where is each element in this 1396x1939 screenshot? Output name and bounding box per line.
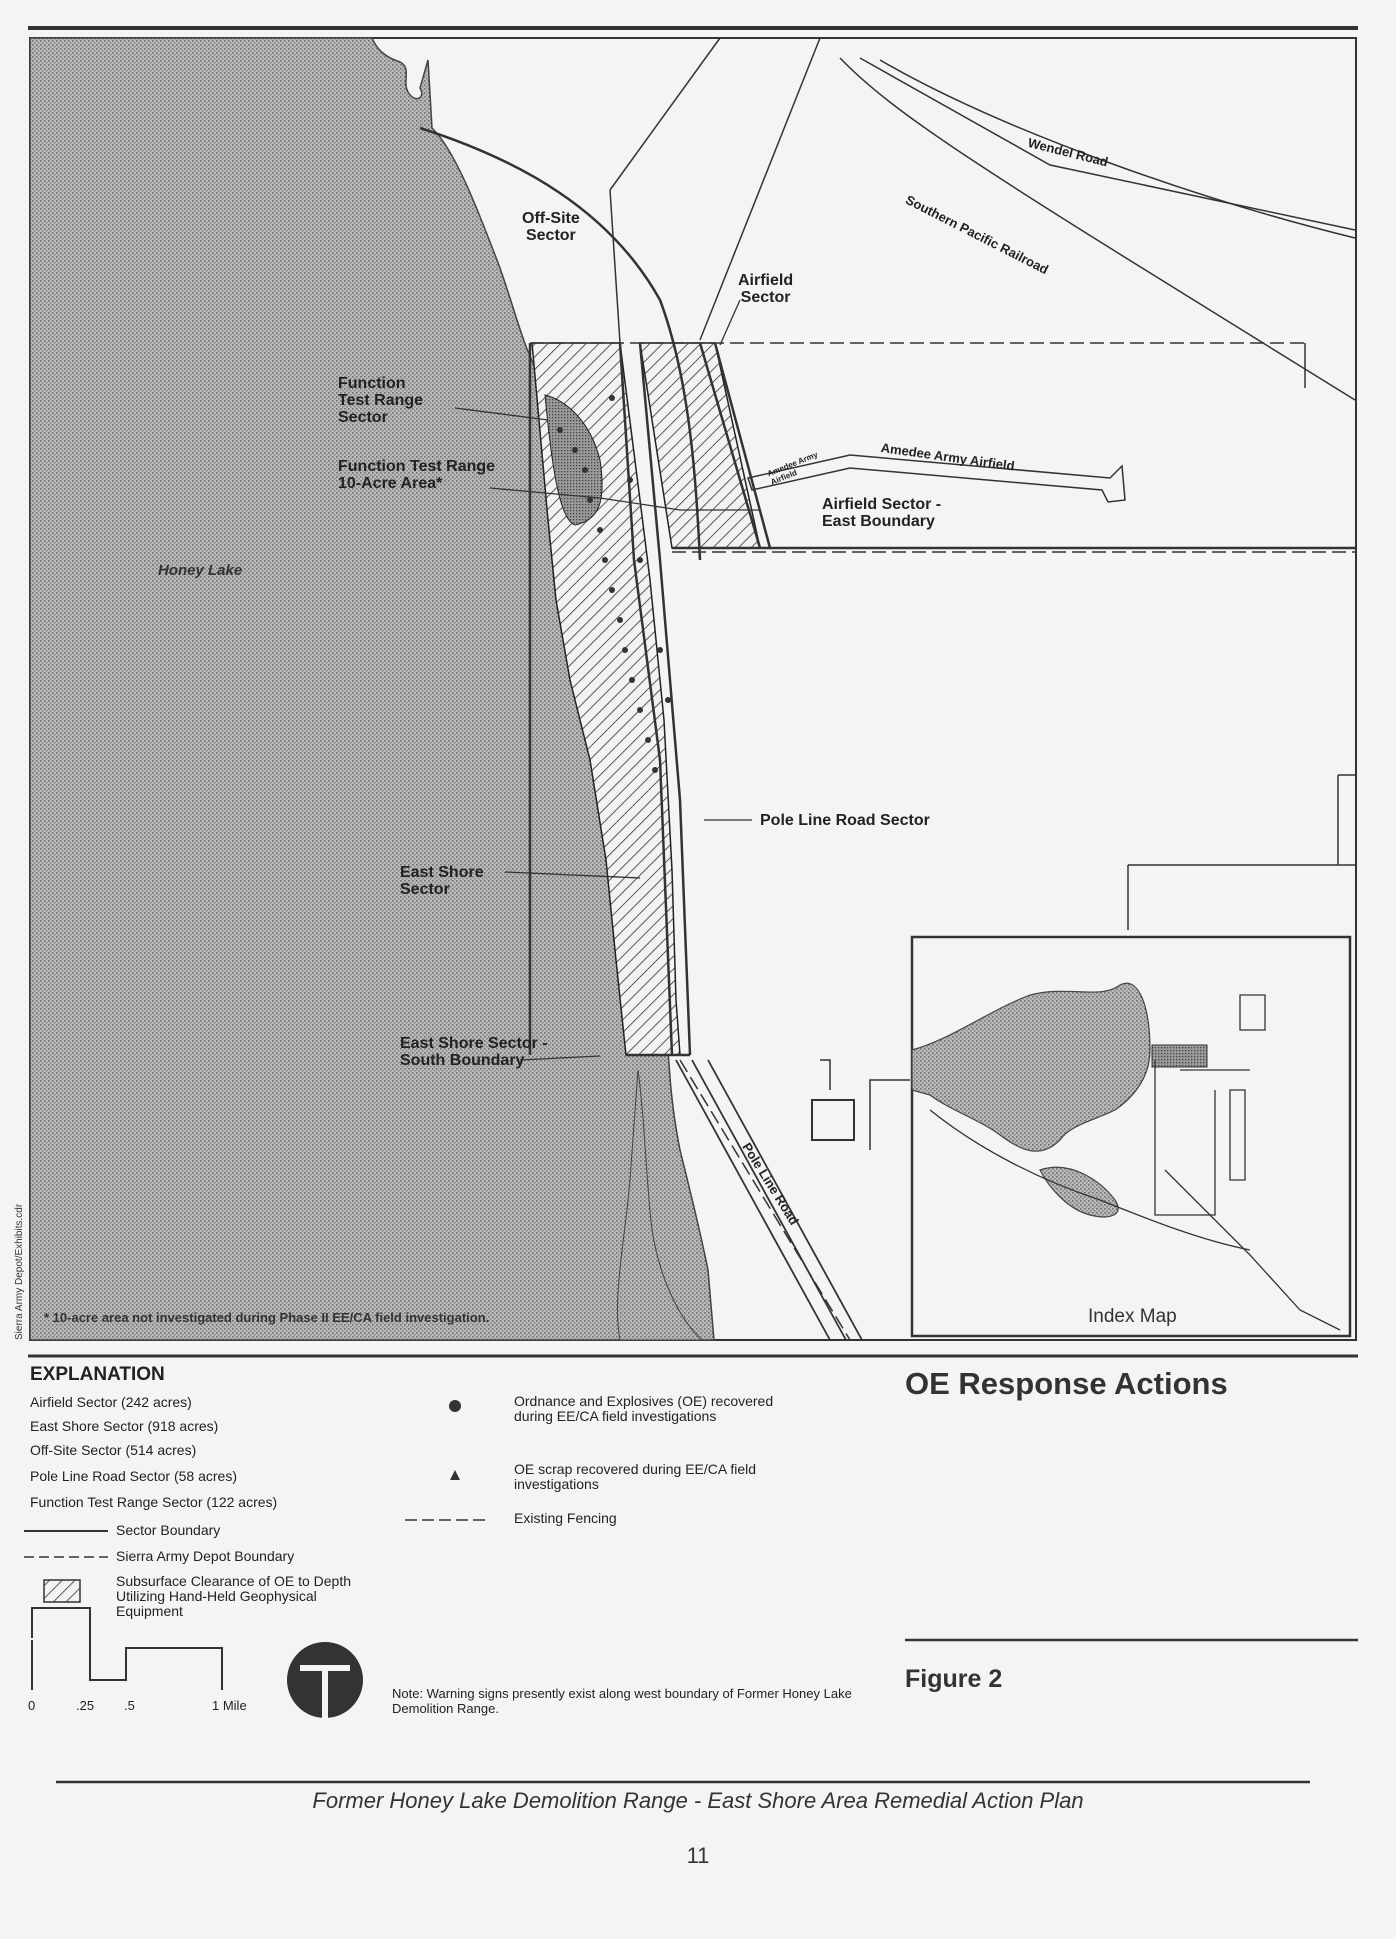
pole-line-road	[675, 1059, 863, 1341]
scale-tick-1mile: 1 Mile	[212, 1698, 247, 1713]
side-credit: Sierra Army Depot/Exhibits.cdr	[14, 1203, 25, 1340]
legend-heading: EXPLANATION	[30, 1364, 165, 1385]
legend-oe-scrap: OE scrap recovered during EE/CA field in…	[514, 1461, 757, 1492]
label-function-test-range-10acre: Function Test Range 10-Acre Area*	[338, 458, 496, 492]
page-number: 11	[686, 1843, 710, 1868]
south-inlet	[616, 1069, 704, 1341]
legend-sector-boundary: Sector Boundary	[116, 1522, 221, 1538]
scale-tick-025: .25	[76, 1698, 95, 1713]
legend-oe-dot	[449, 1400, 461, 1412]
legend-hatch-swatch	[43, 1579, 81, 1603]
label-east-shore-sector: East Shore Sector	[400, 864, 484, 898]
legend-sector-airfield: Airfield Sector (242 acres)	[30, 1394, 192, 1410]
map-footnote: * 10-acre area not investigated during P…	[44, 1310, 490, 1325]
label-pole-line-road-sector: Pole Line Road Sector	[760, 812, 930, 829]
legend-sector-pole-line-road: Pole Line Road Sector (58 acres)	[30, 1468, 237, 1484]
label-airfield-east-boundary: Airfield Sector - East Boundary	[822, 496, 942, 530]
index-map-lake	[911, 982, 1151, 1152]
legend-existing-fencing: Existing Fencing	[514, 1510, 617, 1526]
label-airfield-sector: Airfield Sector	[738, 272, 794, 306]
legend-note: Note: Warning signs presently exist alon…	[392, 1686, 852, 1716]
legend-graphics	[24, 1519, 490, 1690]
legend-depot-boundary: Sierra Army Depot Boundary	[116, 1548, 295, 1564]
document-footer: Former Honey Lake Demolition Range - Eas…	[312, 1788, 1084, 1813]
label-off-site-sector: Off-Site Sector	[522, 210, 580, 244]
legend-oe-recovered: Ordnance and Explosives (OE) recovered d…	[514, 1393, 774, 1424]
legend-scrap-symbol	[450, 1470, 460, 1480]
index-map-roads	[929, 994, 1341, 1331]
fence-lines	[530, 342, 1355, 1341]
index-map-demolition-range	[1151, 1044, 1208, 1068]
scale-tick-05: .5	[124, 1698, 135, 1713]
leader-lines	[454, 299, 760, 1061]
index-map-title: Index Map	[1088, 1306, 1177, 1327]
sector-boundaries	[419, 126, 1355, 1057]
figure-number: Figure 2	[905, 1665, 1003, 1693]
scale-tick-0: 0	[28, 1698, 36, 1713]
north-arrow-icon	[287, 1642, 363, 1718]
legend-sector-east-shore: East Shore Sector (918 acres)	[30, 1418, 219, 1434]
label-east-shore-south-boundary: East Shore Sector - South Boundary	[400, 1035, 548, 1069]
label-function-test-range-sector: Function Test Range Sector	[338, 375, 424, 426]
label-honey-lake: Honey Lake	[158, 562, 243, 579]
legend-sector-off-site: Off-Site Sector (514 acres)	[30, 1442, 197, 1458]
legend-sector-function-test-range: Function Test Range Sector (122 acres)	[30, 1494, 278, 1510]
legend-subsurface-clearance: Subsurface Clearance of OE to Depth Util…	[116, 1573, 352, 1619]
airfield-strip	[747, 454, 1126, 503]
figure-title: OE Response Actions	[905, 1366, 1228, 1401]
building	[811, 1099, 855, 1141]
off-site-lines	[609, 37, 1356, 401]
